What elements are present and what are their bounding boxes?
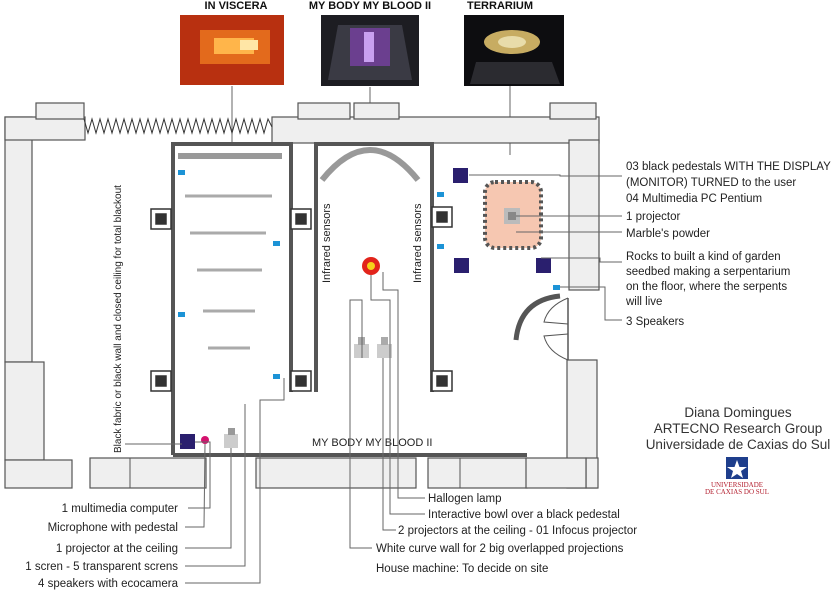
legend-text: (MONITOR) TURNED to the user [626,177,796,189]
legend-text: 03 black pedestals WITH THE DISPLAY [626,161,831,173]
legend-text: will live [625,296,662,308]
credit-author: Diana Domingues [684,405,792,420]
legend-text: seedbed making a serpentarium [626,266,790,278]
microphone [201,436,209,444]
halogen-lamp [362,257,380,275]
pedestals [180,168,551,449]
thumbnail-caption: MY BODY MY BLOOD II [309,0,431,12]
infrared-sensors-left: Infrared sensors [321,203,333,283]
thumbnail-my-body-my-blood: MY BODY MY BLOOD II [309,0,431,86]
leader-lines [125,174,622,584]
legend-text: 1 projector at the ceiling [56,543,178,555]
legend-text: 04 Multimedia PC Pentium [626,193,762,205]
legend-text: 2 projectors at the ceiling - 01 Infocus… [398,525,637,537]
credit-university: Universidade de Caxias do Sul [646,437,831,452]
logo-line1: UNIVERSIDADE [711,481,763,489]
wall-outline-details [31,140,461,488]
legend-text: Interactive bowl over a black pedestal [428,509,620,521]
curtain-zigzag [83,117,273,135]
legend-text: 1 scren - 5 transparent screns [25,561,178,573]
logo-line2: DE CAXIAS DO SUL [705,488,769,496]
corridor-label: MY BODY MY BLOOD II [312,437,432,449]
university-logo: UNIVERSIDADE DE CAXIAS DO SUL [705,457,769,496]
left-legend: 1 multimedia computer Microphone with pe… [25,503,178,590]
infrared-sensors-right: Infrared sensors [412,203,424,283]
legend-text: Marble's powder [626,228,710,240]
door [513,293,569,361]
thumbnail-caption: IN VISCERA [205,0,268,12]
thumbnail-caption: TERRARIUM [467,0,533,12]
legend-text: 4 speakers with ecocamera [38,578,179,590]
bottom-legend: Hallogen lamp Interactive bowl over a bl… [376,493,637,575]
thumbnail-in-viscera: IN VISCERA [180,0,284,85]
legend-text: Rocks to built a kind of garden [626,251,781,263]
legend-text: 3 Speakers [626,316,684,328]
legend-text: House machine: To decide on site [376,563,548,575]
right-legend: 03 black pedestals WITH THE DISPLAY (MON… [625,161,831,328]
legend-text: White curve wall for 2 big overlapped pr… [376,543,624,555]
legend-text: on the floor, where the serpents [626,281,787,293]
legend-text: Microphone with pedestal [48,522,178,534]
terrarium [483,180,543,250]
ceiling-projectors [354,337,392,358]
legend-text: 1 projector [626,211,681,223]
outer-walls [4,102,600,489]
legend-text: Hallogen lamp [428,493,502,505]
transparent-screens [178,153,282,350]
white-curve-wall [319,147,421,182]
credit-group: ARTECNO Research Group [654,421,823,436]
column-blocks [150,206,453,392]
blackout-note: Black fabric or black wall and closed ce… [113,185,124,453]
viscera-projector [224,428,238,448]
legend-text: 1 multimedia computer [62,503,178,515]
credits: Diana Domingues ARTECNO Research Group U… [646,405,831,452]
speakers [178,170,560,379]
thumbnail-terrarium: TERRARIUM [464,0,564,86]
